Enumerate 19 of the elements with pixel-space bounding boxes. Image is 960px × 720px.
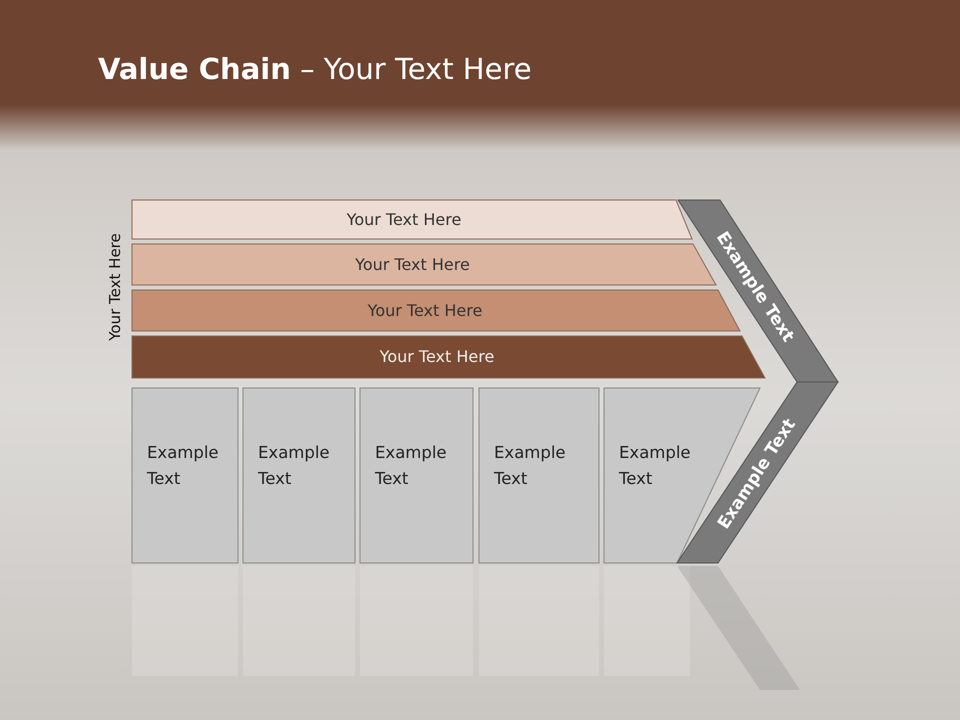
activity-box [479,388,599,563]
activity-box [243,388,355,563]
value-band [132,200,692,239]
side-label: Your Text Here [105,233,125,341]
box-text: Example Text [619,442,692,490]
box-text: Your Text Here [346,208,462,230]
box-text: Your Text Here [366,300,484,322]
box-text: Example Text [494,442,567,490]
box-text: Your Text Here [378,346,496,368]
box-text: Example Text [147,442,220,490]
box-text: Example Text [258,442,331,490]
box-text: Example Text [375,442,448,490]
activity-box [360,388,473,563]
slide-title: Value Chain – Your Text Here [98,52,532,86]
activity-box [132,388,238,563]
value-band [132,336,765,378]
box-text: Your Text Here [354,254,471,276]
value-band [132,244,716,285]
chevron-segment [678,200,838,382]
